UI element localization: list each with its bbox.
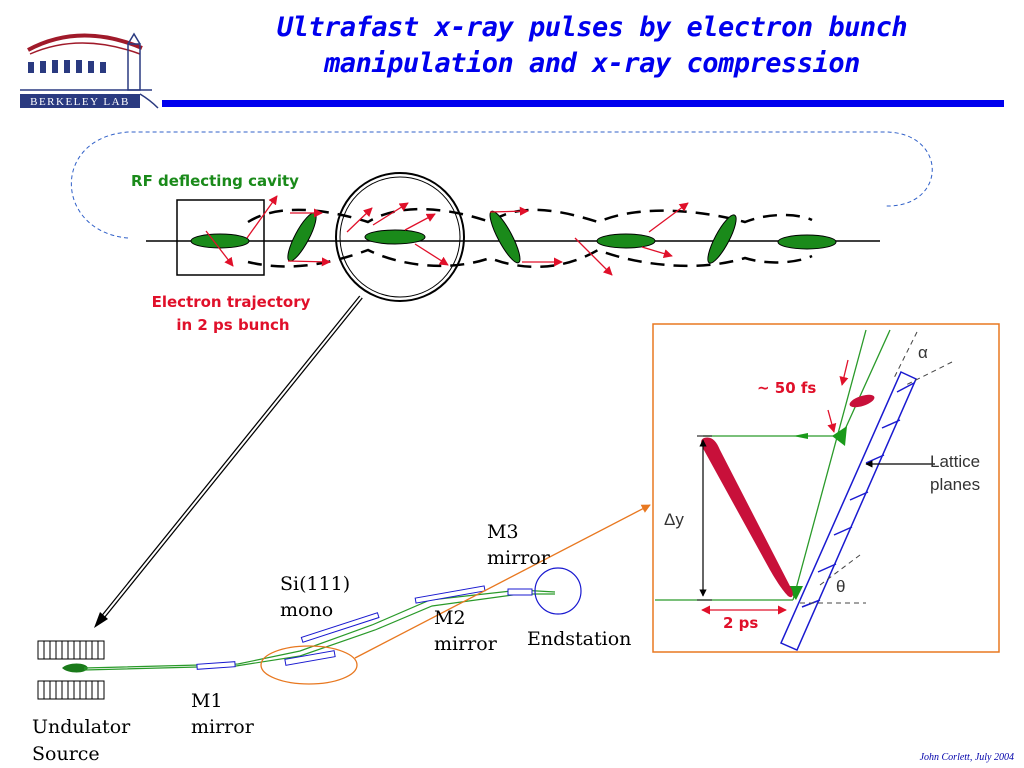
crystal-slab — [780, 370, 917, 651]
upper-trajectory-envelope — [247, 207, 813, 224]
magnifier-circle — [335, 172, 465, 302]
fs-arrow-lower — [827, 409, 837, 433]
fs-arrow-upper — [839, 359, 849, 386]
undulator-magnets — [37, 640, 105, 700]
endstation-label: Endstation — [527, 628, 631, 650]
optics-elements — [196, 585, 533, 670]
m3-label-line2: mirror — [487, 547, 551, 569]
si-label-line2: mono — [280, 599, 333, 621]
m2-label-line2: mirror — [434, 633, 498, 655]
lattice-label-line2: planes — [930, 475, 980, 494]
mono-highlight-ellipse — [260, 645, 358, 685]
compressed-pulse — [849, 394, 875, 408]
undulator-bottom — [37, 680, 105, 700]
delta-y-label: Δy — [664, 510, 684, 529]
trajectory-label-line2: in 2 ps bunch — [176, 316, 289, 334]
title-line-2: manipulation and x-ray compression — [324, 48, 860, 79]
theta-symbol: θ — [836, 577, 845, 596]
title-line-1: Ultrafast x-ray pulses by electron bunch — [276, 12, 908, 43]
si-mono-crystal-1 — [300, 612, 380, 643]
endstation-circle — [534, 567, 582, 615]
lower-trajectory-envelope — [247, 248, 813, 269]
compression-inset-box — [652, 323, 1000, 653]
trajectory-label-line1: Electron trajectory — [152, 293, 311, 311]
m1-label-line1: M1 — [191, 690, 223, 712]
stretched-pulse-lens — [701, 437, 793, 598]
m1-mirror-element — [196, 661, 236, 670]
rf-cavity-label: RF deflecting cavity — [131, 172, 299, 190]
alpha-symbol: α — [918, 343, 928, 362]
xray-rays — [655, 329, 891, 601]
fs-label: ~ 50 fs — [757, 379, 816, 397]
title-underline-bar — [162, 100, 1004, 107]
lattice-plane-lines — [801, 382, 915, 608]
bunch-4 — [489, 210, 521, 264]
inset-connector-arrow — [354, 504, 651, 659]
storage-ring-outline — [70, 131, 933, 239]
bunch-5 — [596, 233, 656, 249]
rf-cavity-box — [176, 199, 265, 276]
bunch-2 — [287, 212, 317, 262]
m3-mirror-element — [507, 588, 533, 596]
berkeley-lab-logo: Berkeley Lab — [20, 32, 159, 109]
bunch-6 — [707, 214, 737, 264]
m2-label-line1: M2 — [434, 607, 466, 629]
undulator-label-line2: Source — [32, 743, 100, 765]
bunch-1 — [190, 233, 250, 249]
ray-arrowhead-upper — [832, 426, 847, 446]
bunch-3 — [364, 229, 426, 245]
si-label-line1: Si(111) — [280, 573, 350, 595]
electron-bunches — [190, 210, 837, 264]
footer-credit: John Corlett, July 2004 — [920, 752, 1014, 763]
m2-mirror-element — [414, 585, 486, 604]
trajectory-arrows — [205, 195, 689, 276]
magnifier-connector-arrow — [101, 296, 362, 619]
ps-label: 2 ps — [723, 614, 758, 632]
bunch-7 — [777, 234, 837, 250]
lattice-label-line1: Lattice — [930, 452, 980, 471]
undulator-top — [37, 640, 105, 660]
si-mono-crystal-2 — [284, 650, 336, 666]
undulator-label-line1: Undulator — [32, 716, 131, 738]
m1-label-line2: mirror — [191, 716, 255, 738]
logo-text: Berkeley Lab — [30, 96, 130, 108]
m3-label-line1: M3 — [487, 521, 519, 543]
electron-source-blob — [62, 663, 88, 673]
